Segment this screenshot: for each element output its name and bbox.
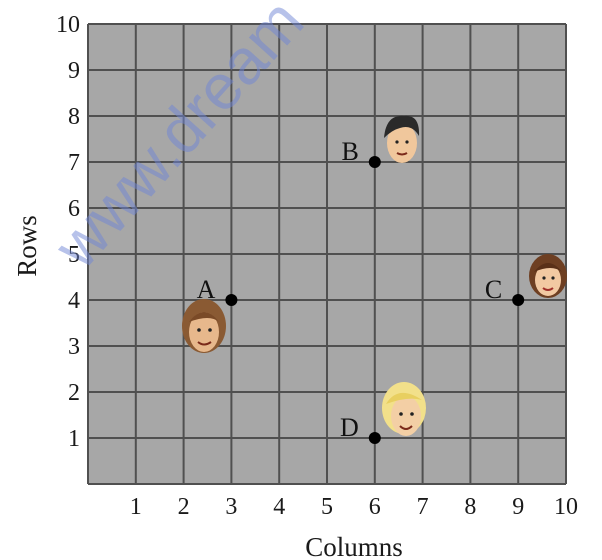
point-d-label: D	[340, 413, 359, 442]
x-tick-labels: 1 2 3 4 5 6 7 8 9 10	[130, 494, 578, 520]
y-tick-label: 3	[68, 334, 80, 360]
x-axis-title: Columns	[305, 532, 403, 560]
x-tick-label: 10	[554, 494, 578, 520]
y-tick-label: 8	[68, 104, 80, 130]
point-a-label: A	[197, 275, 216, 304]
face-c-icon	[529, 254, 567, 298]
point-b-marker	[369, 156, 381, 168]
x-tick-label: 1	[130, 494, 142, 520]
point-a-marker	[225, 294, 237, 306]
point-c-label: C	[485, 275, 502, 304]
y-tick-label: 9	[68, 58, 80, 84]
x-tick-label: 5	[321, 494, 333, 520]
x-tick-label: 8	[464, 494, 476, 520]
point-c-marker	[512, 294, 524, 306]
x-tick-label: 3	[225, 494, 237, 520]
x-tick-label: 7	[417, 494, 429, 520]
face-a-icon	[182, 299, 226, 353]
y-tick-label: 7	[68, 150, 80, 176]
y-tick-label: 2	[68, 380, 80, 406]
x-tick-label: 2	[178, 494, 190, 520]
y-tick-label: 4	[68, 288, 80, 314]
point-d-marker	[369, 432, 381, 444]
y-tick-label: 1	[68, 426, 80, 452]
y-axis-title: Rows	[12, 215, 42, 277]
x-tick-label: 4	[273, 494, 285, 520]
point-b-label: B	[341, 137, 358, 166]
y-tick-label: 10	[56, 12, 80, 38]
x-tick-label: 9	[512, 494, 524, 520]
x-tick-label: 6	[369, 494, 381, 520]
